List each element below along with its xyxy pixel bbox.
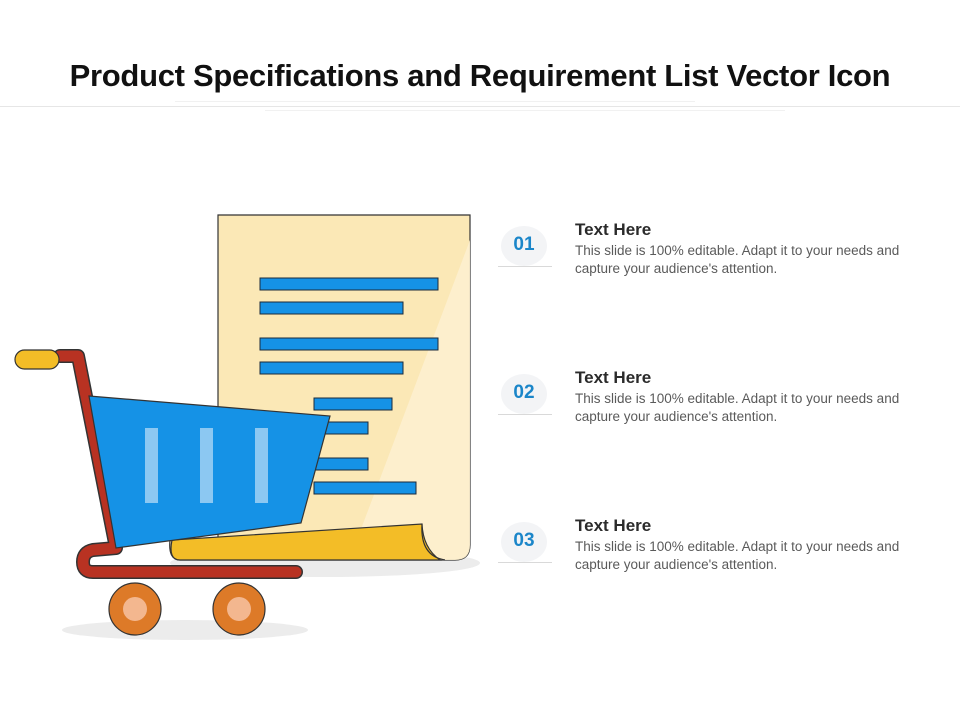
item-title: Text Here (575, 516, 652, 535)
title-divider-accent (175, 101, 695, 102)
cart-wheels (108, 582, 266, 636)
cart-handle (14, 349, 60, 370)
item-number: 01 (513, 234, 535, 255)
item-description: This slide is 100% editable. Adapt it to… (575, 243, 900, 276)
list-item: 03 Text Here This slide is 100% editable… (498, 516, 948, 596)
page-title: Product Specifications and Requirement L… (69, 58, 891, 93)
cart-shadow (62, 620, 308, 640)
item-title: Text Here (575, 368, 652, 387)
title-divider (0, 106, 960, 107)
item-title: Text Here (575, 220, 652, 239)
product-cart-illustration (14, 214, 480, 640)
requirement-list-bars (259, 277, 439, 495)
list-item: 01 Text Here This slide is 100% editable… (498, 220, 948, 300)
shopping-cart-icon (14, 349, 331, 636)
number-badge (501, 226, 547, 266)
item-description: This slide is 100% editable. Adapt it to… (575, 539, 900, 572)
list-item: 02 Text Here This slide is 100% editable… (498, 368, 948, 448)
item-number: 03 (513, 530, 535, 551)
number-badge (501, 522, 547, 562)
badge-underline (498, 562, 552, 563)
item-description: This slide is 100% editable. Adapt it to… (575, 391, 900, 424)
item-number: 02 (513, 382, 535, 403)
badge-underline (498, 266, 552, 267)
number-badge (501, 374, 547, 414)
badge-underline (498, 414, 552, 415)
title-divider-accent (265, 110, 785, 111)
